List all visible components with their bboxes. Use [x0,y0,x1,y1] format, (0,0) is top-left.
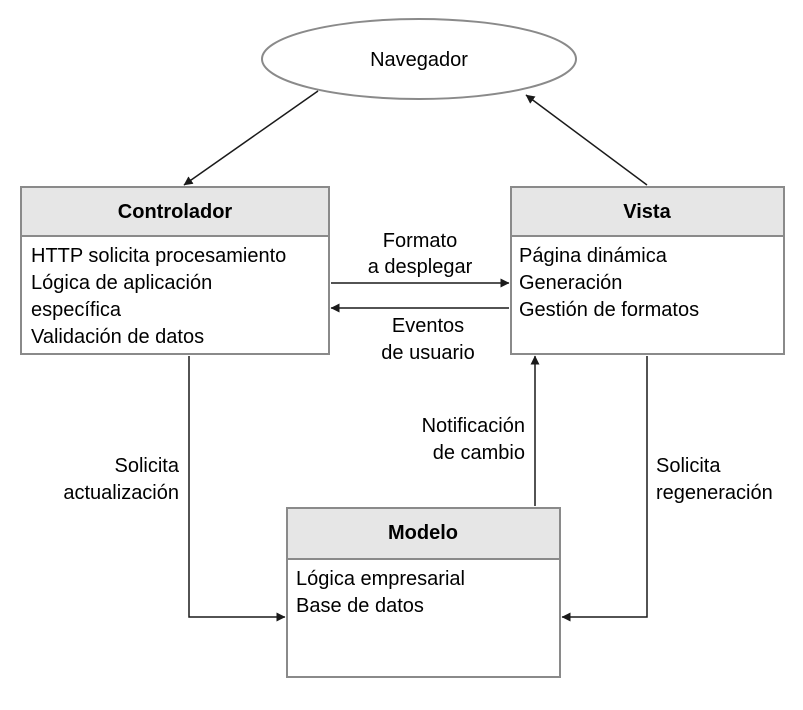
arrow-vista-to-navegador [525,94,648,186]
controlador-box: Controlador HTTP solicita procesamiento … [20,186,330,355]
edge-label-notificacion: Notificación [422,415,525,437]
controlador-line: Validación de datos [31,326,204,348]
vista-box: Vista Página dinámica Generación Gestión… [510,186,785,355]
modelo-title: Modelo [388,522,458,544]
edge-label-notificacion: de cambio [433,442,525,464]
modelo-line: Base de datos [296,595,424,617]
edge-label-formato: a desplegar [368,256,473,278]
controlador-line: Lógica de aplicación [31,272,212,294]
navegador-node: Navegador [261,18,577,100]
arrow-controlador-to-modelo [188,356,286,622]
controlador-line: HTTP solicita procesamiento [31,245,286,267]
navegador-label: Navegador [370,49,468,71]
edge-label-solicita-regeneracion: Solicita [656,455,721,477]
vista-line: Gestión de formatos [519,299,699,321]
edge-label-eventos: de usuario [381,342,474,364]
controlador-title: Controlador [118,201,233,223]
edge-label-solicita-actualizacion: actualización [63,482,179,504]
edge-label-solicita-regeneracion: regeneración [656,482,773,504]
vista-title: Vista [623,201,671,223]
edge-label-solicita-actualizacion: Solicita [115,455,180,477]
vista-line: Página dinámica [519,245,668,267]
modelo-line: Lógica empresarial [296,568,465,590]
arrow-vista-to-modelo [561,356,648,622]
edge-label-eventos: Eventos [392,315,464,337]
controlador-line: específica [31,299,122,321]
arrow-navegador-to-controlador [183,90,319,186]
edge-label-formato: Formato [383,230,457,252]
vista-line: Generación [519,272,622,294]
modelo-box: Modelo Lógica empresarial Base de datos [286,507,561,678]
